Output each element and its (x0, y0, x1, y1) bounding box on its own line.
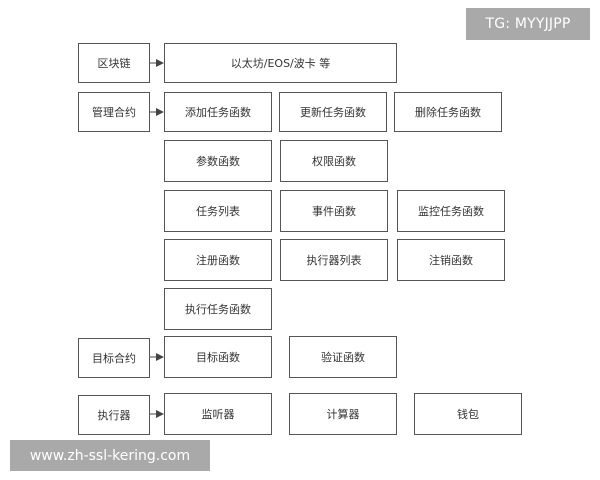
node-target-function: 目标函数 (164, 336, 272, 378)
node-executor-list: 执行器列表 (280, 239, 388, 281)
node-blockchain-platforms: 以太坊/EOS/波卡 等 (164, 43, 397, 83)
node-task-list: 任务列表 (164, 190, 272, 232)
node-deregister-function: 注销函数 (397, 239, 505, 281)
label-target-contract: 目标合约 (78, 338, 150, 378)
watermark-top: TG: MYYJJPP (466, 8, 590, 40)
label-blockchain: 区块链 (78, 43, 150, 83)
node-execute-task-function: 执行任务函数 (164, 288, 272, 330)
node-register-function: 注册函数 (164, 239, 272, 281)
node-monitor-task-function: 监控任务函数 (397, 190, 505, 232)
node-add-task-function: 添加任务函数 (164, 92, 272, 132)
label-management-contract: 管理合约 (78, 92, 150, 132)
node-listener: 监听器 (164, 393, 272, 435)
node-event-function: 事件函数 (280, 190, 388, 232)
node-permission-function: 权限函数 (280, 140, 388, 182)
node-delete-task-function: 删除任务函数 (394, 92, 502, 132)
node-wallet: 钱包 (414, 393, 522, 435)
node-verify-function: 验证函数 (289, 336, 397, 378)
node-update-task-function: 更新任务函数 (279, 92, 387, 132)
node-calculator: 计算器 (289, 393, 397, 435)
watermark-bottom: www.zh-ssl-kering.com (10, 440, 210, 471)
label-executor: 执行器 (78, 395, 150, 435)
node-parameter-function: 参数函数 (164, 140, 272, 182)
